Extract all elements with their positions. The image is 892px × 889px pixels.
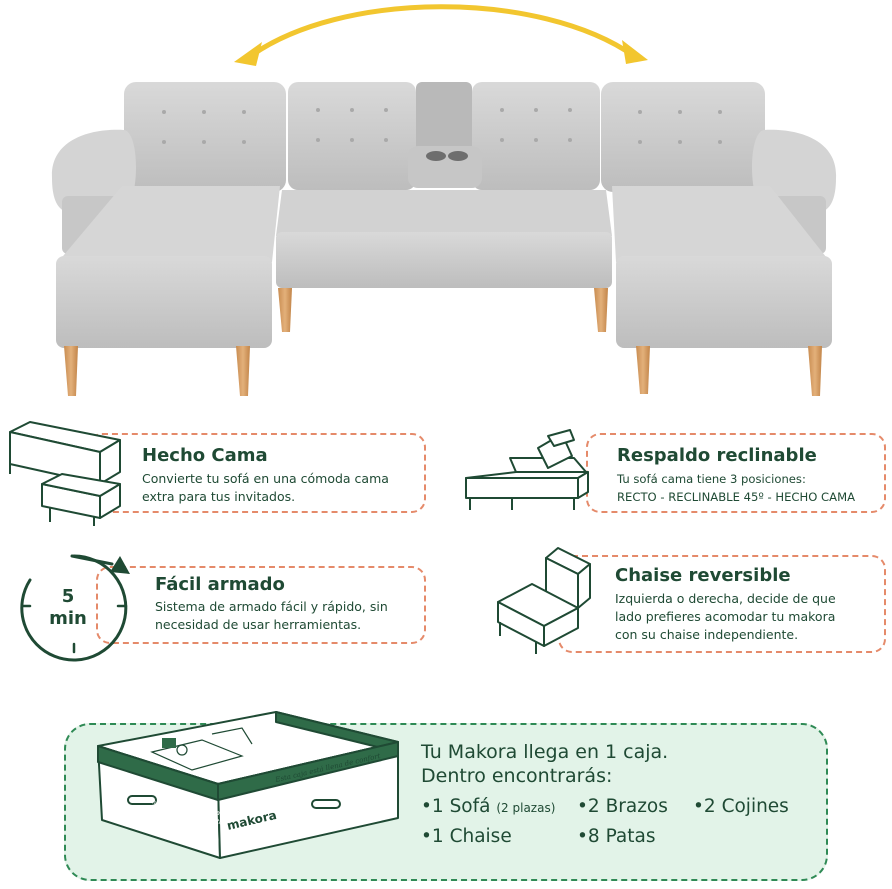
feature-description: Tu sofá cama tiene 3 posiciones: RECTO -… xyxy=(617,472,856,504)
rotation-arrow-icon xyxy=(234,4,648,66)
wooden-legs xyxy=(64,288,822,396)
feature-title: Respaldo reclinable xyxy=(617,445,817,466)
feature-description: Convierte tu sofá en una cómoda cama ext… xyxy=(142,471,389,504)
feature-card-armado xyxy=(96,566,426,644)
feature-title: Hecho Cama xyxy=(142,445,268,466)
cup-holder-console xyxy=(408,146,482,188)
box-item-cojines: •2 Cojines xyxy=(693,796,789,817)
feature-description: Izquierda o derecha, decide de que lado … xyxy=(615,591,836,642)
chaise-illustration-icon xyxy=(497,547,591,654)
box-item-sofa: •1 Sofá (2 plazas) xyxy=(421,796,556,817)
feature-card-hecho-cama xyxy=(88,433,426,513)
feature-card-chaise xyxy=(558,555,886,653)
feature-title: Chaise reversible xyxy=(615,565,791,586)
timer-unit: min xyxy=(49,608,87,629)
feature-title: Fácil armado xyxy=(155,574,285,595)
box-item-chaise: •1 Chaise xyxy=(421,826,512,847)
box-contents-title: Tu Makora llega en 1 caja. Dentro encont… xyxy=(421,741,669,787)
shipping-box-illustration: makora. Descanso inteligente para un mun… xyxy=(97,711,399,859)
box-item-patas: •8 Patas xyxy=(577,826,656,847)
sofa-bed-illustration-icon xyxy=(9,421,121,526)
box-item-brazos: •2 Brazos xyxy=(577,796,668,817)
tufting-buttons xyxy=(162,108,722,144)
sofa-product-image xyxy=(51,4,837,396)
timer-5-min-icon: 5 min xyxy=(20,554,130,662)
feature-card-respaldo xyxy=(586,433,886,513)
timer-number: 5 xyxy=(62,586,75,607)
reclining-sofa-illustration-icon xyxy=(465,429,589,510)
feature-description: Sistema de armado fácil y rápido, sin ne… xyxy=(155,599,388,632)
